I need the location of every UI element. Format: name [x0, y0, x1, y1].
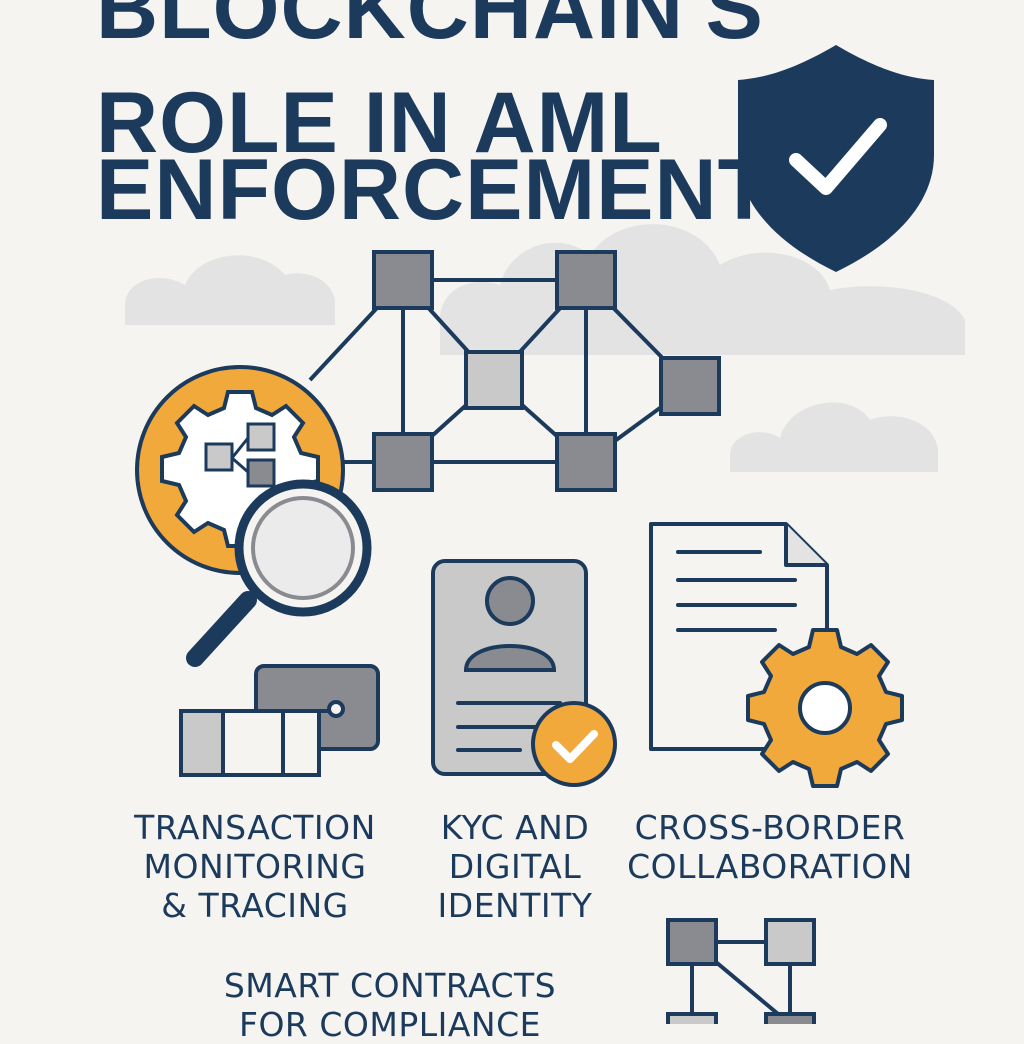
- small-network-icon: [666, 918, 816, 1024]
- caption-line: KYC AND: [440, 808, 590, 847]
- caption-line: MONITORING: [143, 847, 367, 886]
- feature-caption-cross-border: CROSS-BORDER COLLABORATION: [615, 808, 925, 886]
- title-line-2: ROLE IN AML: [96, 75, 663, 171]
- caption-line: DIGITAL: [448, 847, 582, 886]
- title-line-1: BLOCKCHAIN'S: [96, 0, 764, 57]
- caption-line: IDENTITY: [437, 886, 593, 925]
- caption-line: SMART CONTRACTS: [223, 966, 557, 1005]
- cloud-icon: [125, 255, 335, 325]
- id-card-check-icon: [431, 559, 617, 787]
- caption-line: CROSS-BORDER: [634, 808, 906, 847]
- caption-line: FOR COMPLIANCE: [238, 1005, 542, 1044]
- caption-line: TRANSACTION: [134, 808, 376, 847]
- caption-line: & TRACING: [161, 886, 349, 925]
- feature-caption-smart-contracts: SMART CONTRACTS FOR COMPLIANCE: [180, 966, 600, 1044]
- cloud-icon: [440, 224, 965, 355]
- document-gear-icon: [649, 522, 904, 788]
- cloud-icon: [730, 402, 938, 472]
- gear-magnifier-icon: [135, 365, 372, 667]
- feature-caption-kyc: KYC AND DIGITAL IDENTITY: [420, 808, 610, 925]
- transaction-flow-icon: [179, 664, 380, 777]
- caption-line: COLLABORATION: [627, 847, 913, 886]
- title-line-3: ENFORCEMENT: [96, 142, 772, 238]
- blockchain-network-icon: [308, 250, 721, 492]
- feature-caption-transaction: TRANSACTION MONITORING & TRACING: [120, 808, 390, 925]
- shield-check-icon: [738, 45, 934, 272]
